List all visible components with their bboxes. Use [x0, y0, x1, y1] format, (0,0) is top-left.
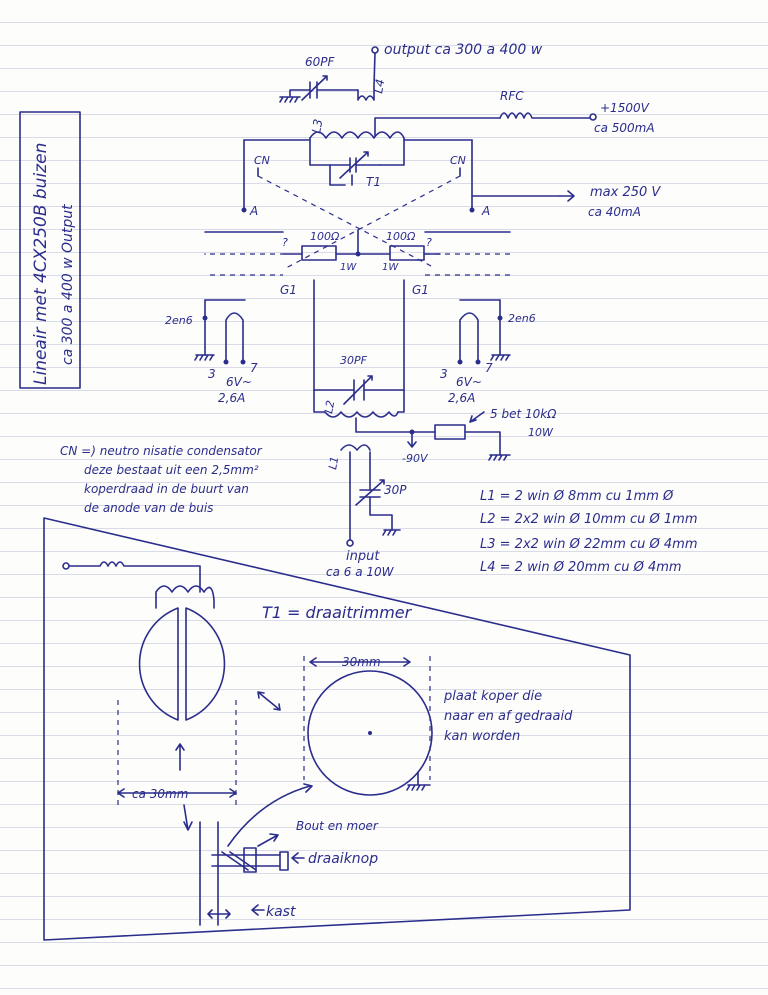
pin3-left-label: 3: [208, 367, 216, 381]
input-label: input: [346, 549, 380, 564]
cn-note-line-1: CN =) neutro nisatie condensator: [60, 444, 263, 458]
screen-current-label: ca 40mA: [588, 205, 641, 219]
pin7-right-label: 7: [485, 361, 493, 375]
title-line-1: Lineair met 4CX250B buizen: [31, 143, 51, 385]
title-line-2: ca 300 a 400 w Output: [60, 204, 76, 365]
pin7-left-label: 7: [250, 361, 258, 375]
bout-label: Bout en moer: [296, 819, 379, 833]
coil-l2: L2 = 2x2 win Ø 10mm cu Ø 1mm: [480, 512, 698, 527]
dim-30mm: 30mm: [342, 655, 381, 669]
cn-note-line-4: de anode van de buis: [84, 501, 213, 515]
load-res-w-label: 10W: [528, 426, 554, 439]
l4-top-label: L4: [371, 78, 387, 95]
input-power-label: ca 6 a 10W: [326, 565, 395, 579]
dim-ca30mm: ca 30mm: [132, 787, 188, 801]
hv-supply: RFC +1500V ca 500mA: [374, 89, 655, 137]
title-box: Lineair met 4CX250B buizen ca 300 a 400 …: [19, 111, 81, 389]
coil-l3: L3 = 2x2 win Ø 22mm cu Ø 4mm: [480, 537, 698, 552]
cn-right-label: CN: [450, 154, 466, 167]
input-stage: L1 30P input ca 6 a 10W: [326, 444, 407, 579]
cap-60pf-label: 60PF: [305, 55, 336, 69]
hv-current-label: ca 500mA: [594, 121, 655, 135]
cn-note: CN =) neutro nisatie condensator deze be…: [60, 444, 263, 515]
res-right-w: 1W: [382, 262, 399, 273]
grid-tank: 30PF L2 -90V 5 bet 10kΩ 10W: [313, 354, 557, 465]
pin-right-label: 2en6: [508, 312, 536, 325]
anode-left-label: A: [249, 204, 258, 218]
cn-left-label: CN: [254, 154, 270, 167]
l1-label: L1: [326, 455, 341, 470]
output-stage: output ca 300 a 400 w 60PF L4: [279, 42, 543, 103]
t1-definition: T1 = draaitrimmer: [262, 603, 413, 622]
hv-label: +1500V: [600, 101, 650, 115]
filament-i-right: 2,6A: [448, 391, 475, 405]
tube-electrodes: ? ? 100Ω 100Ω 1W 1W G1 G1: [204, 229, 511, 391]
coil-l4: L4 = 2 win Ø 20mm cu Ø 4mm: [480, 560, 682, 575]
filament-right: 2en6 3 7 6V~ 2,6A: [440, 299, 536, 405]
l3-label: L3: [309, 118, 325, 135]
g1-left-label: G1: [280, 283, 297, 297]
l2-label: L2: [322, 399, 337, 414]
plate-line-1: plaat koper die: [443, 689, 542, 704]
cap-30p-label: 30P: [384, 483, 407, 497]
coil-table: L1 = 2 win Ø 8mm cu 1mm Ø L2 = 2x2 win Ø…: [480, 489, 698, 575]
rfc-label: RFC: [500, 89, 524, 103]
cn-note-line-2: deze bestaat uit een 2,5mm²: [84, 463, 259, 477]
pin-left-label: 2en6: [165, 314, 193, 327]
coil-l1: L1 = 2 win Ø 8mm cu 1mm Ø: [480, 489, 674, 504]
plate-line-3: kan worden: [444, 729, 520, 744]
filament-left: 2en6 3 7 6V~ 2,6A: [165, 299, 258, 405]
svg-text:?: ?: [426, 236, 432, 249]
trimmer-construction: ca 30mm T1 = draaitrimmer 30mm plaat kop…: [43, 517, 631, 941]
res-left-label: 100Ω: [310, 230, 340, 243]
res-left-w: 1W: [340, 262, 357, 273]
g1-right-label: G1: [412, 283, 429, 297]
filament-v-left: 6V~: [226, 375, 252, 389]
screen-supply: max 250 V ca 40mA: [471, 185, 661, 219]
load-res-label: 5 bet 10kΩ: [490, 407, 557, 421]
res-right-label: 100Ω: [386, 230, 416, 243]
filament-v-right: 6V~: [456, 375, 482, 389]
t1-label: T1: [366, 175, 381, 189]
knop-label: draaiknop: [308, 851, 378, 867]
kast-label: kast: [266, 904, 296, 920]
svg-text:?: ?: [282, 236, 288, 249]
bias-label: -90V: [402, 452, 429, 465]
anode-right-label: A: [481, 204, 490, 218]
anode-tank: L3 T1 CN CN A A: [241, 118, 490, 269]
pin3-right-label: 3: [440, 367, 448, 381]
output-label: output ca 300 a 400 w: [384, 42, 543, 58]
filament-i-left: 2,6A: [218, 391, 245, 405]
plate-line-2: naar en af gedraaid: [444, 709, 573, 724]
cap-30pf-label: 30PF: [340, 354, 368, 367]
cn-note-line-3: koperdraad in de buurt van: [84, 482, 249, 496]
screen-voltage-label: max 250 V: [590, 185, 661, 200]
